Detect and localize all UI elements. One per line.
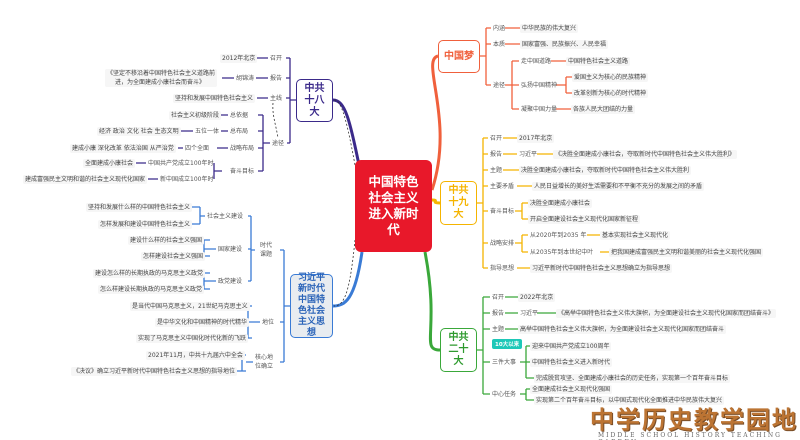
leaf: 基本实现社会主义现代化 xyxy=(600,231,671,240)
leaf: 中国特色社会主义进入新时代 xyxy=(530,358,613,367)
leaf: 是中华文化和中国精神的时代精华 xyxy=(155,318,250,327)
label: 五位一体 xyxy=(195,128,220,135)
leaf: 建成小康 深化改革 依法治国 从严治党 xyxy=(70,144,176,153)
leaf: 实现了马克思主义中国化时代化新的飞跃 xyxy=(136,334,249,343)
leaf: 坚持和发展中国特色社会主义 xyxy=(173,94,256,103)
label: 奋斗目标 xyxy=(230,168,255,175)
leaf: 《决胜全面建成小康社会，夺取新时代中国特色社会主义伟大胜利》 xyxy=(553,150,738,159)
leaf: 中华民族的伟大复兴 xyxy=(520,24,579,33)
label: 主线 xyxy=(270,95,283,102)
label: 途径 xyxy=(493,82,506,89)
label: 总布局 xyxy=(230,128,249,135)
tag-badge: 10大以来 xyxy=(492,339,523,349)
topic-18th-congress[interactable]: 中共十八大 xyxy=(296,79,333,122)
watermark-subtitle: MIDDLE SCHOOL HISTORY TEACHING GARDEN xyxy=(598,432,782,440)
topic-20th-congress[interactable]: 中共二十大 xyxy=(440,328,477,372)
leaf: 《高举中国特色社会主义伟大旗帜，为全面建设社会主义现代化国家而团结奋斗》 xyxy=(556,309,777,318)
label: 总依据 xyxy=(230,112,249,119)
leaf: 决胜全面建成小康社会 xyxy=(528,199,593,208)
leaf: 开启全面建设社会主义现代化国家新征程 xyxy=(528,215,641,224)
topic-19th-congress[interactable]: 中共十九大 xyxy=(440,181,477,225)
label: 本质 xyxy=(493,41,506,48)
label: 中国共产党成立100年时 xyxy=(148,160,214,167)
leaf: 坚持和发展什么样的中国特色社会主义 xyxy=(86,203,193,212)
label: 内涵 xyxy=(493,25,506,32)
leaf: 怎么样建设长期执政的马克思主义政党 xyxy=(98,285,205,294)
label: 报告 xyxy=(492,310,505,317)
leaf: 建设什么样的社会主义强国 xyxy=(128,236,205,245)
leaf: 爱国主义为核心的民族精神 xyxy=(572,73,649,82)
label: 地位 xyxy=(262,319,275,326)
label: 主要矛盾 xyxy=(490,183,515,190)
leaf: 怎样发展和建设中国特色社会主义 xyxy=(98,220,193,229)
label: 政党建设 xyxy=(218,278,243,285)
label: 报告 xyxy=(490,151,503,158)
label: 指导思想 xyxy=(490,265,515,272)
label: 召开 xyxy=(490,135,503,142)
label: 战略安排 xyxy=(490,240,515,247)
leaf: 2021年11月，中共十九届六中全会 xyxy=(146,351,245,360)
leaf: 完成脱贫攻坚、全面建成小康社会的历史任务，实现第一个百年奋斗目标 xyxy=(534,374,731,383)
leaf: 中国特色社会主义道路 xyxy=(566,57,631,66)
leaf: 全面建成小康社会 xyxy=(83,159,136,168)
label: 习近平 xyxy=(520,310,539,317)
leaf: 实现第二个百年奋斗目标，以中国式现代化全面推进中华民族伟大复兴 xyxy=(534,396,725,405)
label: 社会主义建设 xyxy=(207,213,244,220)
leaf: 怎样建设社会主义强国 xyxy=(141,252,206,261)
label: 从2020年到2035 年 xyxy=(530,232,587,239)
label: 凝聚中国力量 xyxy=(521,106,558,113)
topic-china-dream[interactable]: 中国梦 xyxy=(438,40,480,73)
leaf: 《决议》确立习近平新时代中国特色社会主义思想的指导地位 xyxy=(71,367,238,376)
label: 报告 xyxy=(270,75,283,82)
leaf: 全面建成社会主义现代化强国 xyxy=(530,385,613,394)
leaf: 高举中国特色社会主义伟大旗帜，为全面建设社会主义现代化国家而团结奋斗 xyxy=(518,325,727,334)
leaf: 2012年北京 xyxy=(220,54,258,63)
label: 走中国道路 xyxy=(521,58,552,65)
leaf: 2022年北京 xyxy=(518,293,556,302)
leaf: 习近平新时代中国特色社会主义思想确立为指导思想 xyxy=(530,264,673,273)
label: 四个全面 xyxy=(185,145,210,152)
report-line: 《坚定不移沿着中国特色社会主义道路前 xyxy=(107,70,216,77)
leaf: 经济 政治 文化 社会 生态文明 xyxy=(97,127,181,136)
label: 奋斗目标 xyxy=(490,208,515,215)
label: 三件大事 xyxy=(492,359,517,366)
leaf: 决胜全面建成小康社会，夺取新时代中国特色社会主义伟大胜利 xyxy=(519,166,692,175)
leaf: 改革创新为核心的时代精神 xyxy=(572,89,649,98)
leaf: 2017年北京 xyxy=(517,134,555,143)
label: 胡锦涛 xyxy=(236,75,255,82)
leaf: 各族人民大团结的力量 xyxy=(571,105,636,114)
label: 中心任务 xyxy=(492,391,517,398)
leaf: 建成富强民主文明和谐的社会主义现代化国家 xyxy=(23,175,148,184)
label: 主题 xyxy=(492,326,505,333)
label: 途径 xyxy=(272,140,285,147)
label: 新中国成立100年时 xyxy=(160,176,214,183)
central-topic[interactable]: 中国特色社会主义进入新时代 xyxy=(355,160,432,252)
label: 核心地位确立 xyxy=(255,354,274,370)
label: 习近平 xyxy=(519,151,538,158)
label: 时代课题 xyxy=(260,242,273,258)
leaf: 国家富强、民族振兴、人民幸福 xyxy=(520,40,609,49)
watermark-logo: 中学历史教学园地 xyxy=(590,405,798,434)
leaf: 人民日益增长的美好生活需要和不平衡不充分的发展之间的矛盾 xyxy=(532,182,705,191)
topic-xi-thought[interactable]: 习近平新时代中国特色社会主义思想 xyxy=(290,273,333,338)
label: 召开 xyxy=(492,294,505,301)
label: 召开 xyxy=(270,55,283,62)
label: 战略布局 xyxy=(230,145,255,152)
leaf: 《坚定不移沿着中国特色社会主义道路前进，为全面建成小康社会而奋斗》 xyxy=(105,69,218,87)
report-line: 进，为全面建成小康社会而奋斗》 xyxy=(115,79,206,86)
leaf: 迎来中国共产党成立100周年 xyxy=(530,342,612,351)
label: 主题 xyxy=(490,167,503,174)
leaf: 是当代中国马克思主义，21世纪马克思主义 xyxy=(130,302,250,311)
leaf: 建设怎么样的长期执政的马克思主义政党 xyxy=(93,269,206,278)
label: 从2035年到本世纪中叶 xyxy=(530,249,594,256)
leaf: 把我国建成富强民主文明和谐美丽的社会主义现代化强国 xyxy=(609,248,764,257)
leaf: 社会主义初级阶段 xyxy=(169,111,222,120)
label: 国家建设 xyxy=(218,246,243,253)
label: 弘扬中国精神 xyxy=(521,82,558,89)
